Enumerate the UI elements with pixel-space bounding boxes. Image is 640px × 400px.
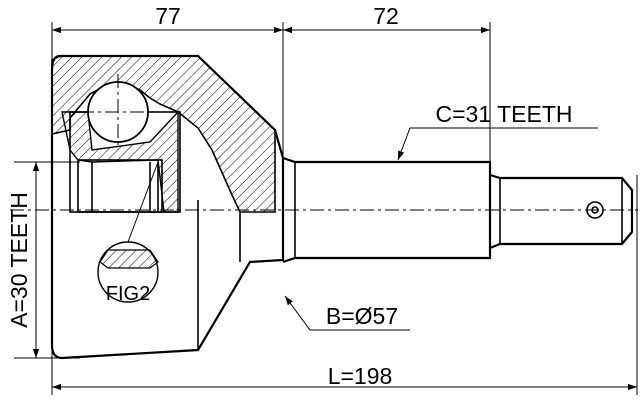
threaded-end — [489, 173, 634, 250]
fig2-detail: FIG2 — [97, 161, 159, 305]
callout-inner-spline: A=30 TEETH — [6, 192, 32, 328]
housing-outline — [50, 54, 285, 360]
leaders — [284, 127, 598, 331]
ball — [80, 74, 156, 150]
dimension-lines — [32, 26, 637, 391]
fig2-label: FIG2 — [106, 283, 150, 305]
inner-race — [61, 110, 181, 213]
callout-outer-spline: C=31 TEETH — [436, 101, 573, 127]
dim-72: 72 — [373, 3, 399, 29]
callout-outer-diameter: B=Ø57 — [326, 303, 398, 329]
dim-77: 77 — [155, 3, 181, 29]
dim-overall-length: L=198 — [328, 363, 393, 389]
